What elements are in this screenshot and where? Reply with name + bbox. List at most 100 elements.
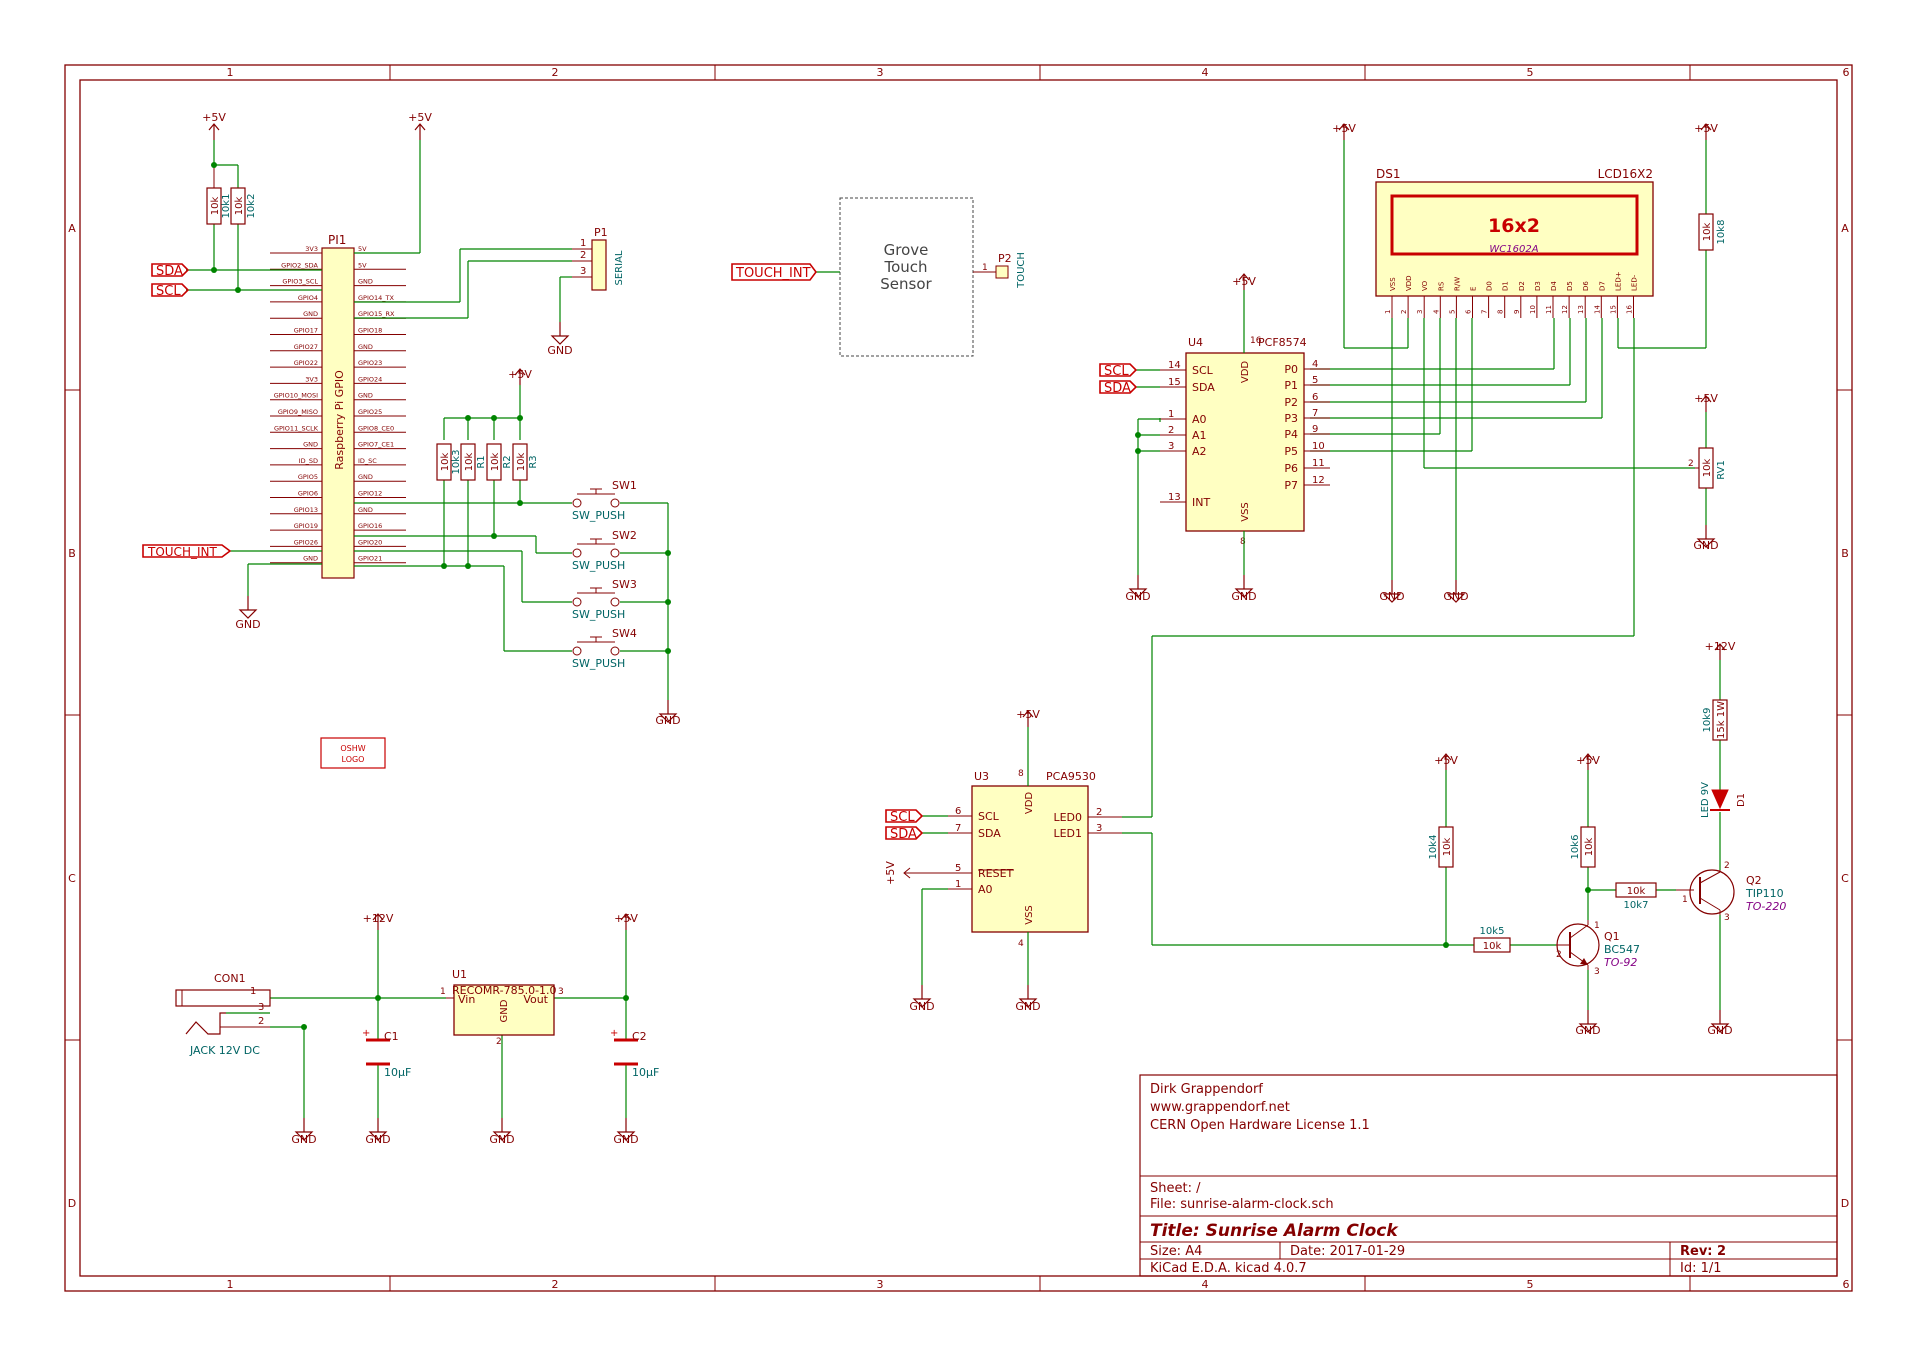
scl-label-u3: SCL	[890, 810, 915, 825]
q2-pin3: 3	[1724, 913, 1730, 923]
oshw-line1: OSHW	[340, 744, 365, 753]
lcd-ds1: 16x2 WC1602A DS1 LCD16X2 VSS1VDD2VO3RS4R…	[1375, 167, 1654, 318]
u1-pin2: 2	[496, 1037, 502, 1047]
license-text: CERN Open Hardware License 1.1	[1150, 1118, 1370, 1133]
row-label-a-right: A	[1841, 222, 1849, 235]
pi1-left-pin: GND	[303, 310, 318, 318]
lcd-pin-name: LED+	[1614, 271, 1622, 291]
lcd-pin-number: 5	[1448, 310, 1456, 314]
u3-left-pin-name: A0	[978, 883, 993, 896]
author-text: Dirk Grappendorf	[1150, 1082, 1263, 1097]
u3-right-pin-num: 2	[1096, 807, 1102, 818]
u4-vss: VSS	[1240, 502, 1251, 522]
u4-right-pin-name: P3	[1284, 412, 1298, 425]
p1-pin3: 3	[580, 266, 586, 277]
u3-vdd: VDD	[1024, 792, 1035, 815]
u1-pin1: 1	[440, 987, 446, 997]
switch-type: SW_PUSH	[572, 657, 625, 670]
r-10k8-label: 10k8	[1716, 220, 1727, 245]
col-label-4-bottom: 4	[1202, 1278, 1209, 1291]
gnd-label-c2: GND	[613, 1133, 638, 1146]
p5v-label-2: +5V	[408, 111, 432, 124]
u4-wiring	[1137, 290, 1245, 575]
p5v-label-u4: +5V	[1232, 275, 1256, 288]
u4-right-pin-name: P4	[1284, 428, 1298, 441]
pi1-right-pin: GPIO25	[358, 408, 382, 416]
con1-pin1: 1	[250, 986, 256, 997]
r-10k4-label: 10k4	[1428, 835, 1439, 860]
rev-text: Rev: 2	[1680, 1244, 1726, 1259]
u4-left-pin-name: A0	[1192, 413, 1207, 426]
id-text: Id: 1/1	[1680, 1261, 1722, 1276]
lcd-pin-name: VSS	[1389, 277, 1397, 291]
lcd-pin-number: 4	[1432, 309, 1440, 314]
pi1-left-pin: GPIO13	[294, 506, 318, 514]
gnd-label-u4-addr: GND	[1125, 590, 1150, 603]
lcd-pin-name: LED-	[1631, 274, 1639, 291]
con1-pin2: 2	[258, 1016, 264, 1027]
u4-right-pin-num: 5	[1312, 375, 1318, 386]
col-label-1-bottom: 1	[227, 1278, 234, 1291]
lcd-pin-number: 1	[1384, 310, 1392, 314]
col-label-6-bottom: 6	[1843, 1278, 1850, 1291]
pi-i2c-pullups	[186, 140, 572, 596]
q1-pin2: 2	[1556, 950, 1562, 960]
pi1-ref: PI1	[328, 233, 346, 247]
gnd-label-lcd-vss: GND	[1379, 590, 1404, 603]
u3-name: PCA9530	[1046, 770, 1096, 783]
pi1-right-pin: GPIO21	[358, 555, 382, 563]
q2-package: TO-220	[1746, 900, 1786, 913]
p5v-label-rv1: +5V	[1694, 392, 1718, 405]
switch-type: SW_PUSH	[572, 559, 625, 572]
pi1-left-pin: GPIO6	[298, 490, 318, 498]
u3-vss-num: 4	[1018, 939, 1024, 949]
p5v-label-lcd-led: +5V	[1694, 122, 1718, 135]
pi1-right-pin: GPIO7_CE1	[358, 441, 394, 449]
sda-label-pi: SDA	[156, 264, 183, 279]
r-10k-sw4: 10k	[516, 453, 527, 472]
u4-left-pin-num: 3	[1168, 441, 1174, 452]
pi1-left-pin: GPIO19	[294, 522, 318, 530]
u3-right-pin-num: 3	[1096, 823, 1102, 834]
u4-name: PCF8574	[1258, 336, 1307, 349]
c2-ref: C2	[632, 1030, 647, 1043]
u4-left-pin-name: SCL	[1192, 364, 1214, 377]
p5v-label-1: +5V	[202, 111, 226, 124]
u4-left-pin-num: 1	[1168, 409, 1174, 420]
pi1-right-pin: GPIO23	[358, 359, 382, 367]
pi1-left-pin: GPIO22	[294, 359, 318, 367]
r-10k-lcd: 10k	[1702, 223, 1713, 242]
rv1-potentiometer: 2 10k RV1 +5V GND	[1688, 392, 1727, 552]
button-circuit	[354, 385, 669, 700]
lcd-pin-number: 12	[1561, 305, 1569, 314]
pi1-left-pin: GPIO5	[298, 473, 318, 481]
pi1-right-pin: GPIO24	[358, 375, 382, 383]
p5v-label-out: +5V	[614, 912, 638, 925]
switch-type: SW_PUSH	[572, 608, 625, 621]
pi1-left-pin: GPIO4	[298, 294, 318, 302]
pi1-left-pin: GPIO10_MOSI	[274, 392, 318, 400]
u4-right-pin-num: 11	[1312, 458, 1325, 469]
u4-ref: U4	[1188, 336, 1203, 349]
u1-ref: U1	[452, 968, 467, 981]
grove-touch-sensor: Grove Touch Sensor TOUCH_INT 1 P2 TOUCH	[731, 197, 1027, 357]
col-label-5-bottom: 5	[1527, 1278, 1534, 1291]
r-10k9-label: 10k9	[1702, 708, 1713, 733]
con1-name: JACK 12V DC	[189, 1044, 260, 1057]
tool-text: KiCad E.D.A. kicad 4.0.7	[1150, 1261, 1307, 1276]
gnd-label-sw: GND	[655, 714, 680, 727]
col-label-1: 1	[227, 66, 234, 79]
p2-pin: 1	[982, 263, 988, 273]
gnd-label-lcd-rw: GND	[1443, 590, 1468, 603]
pi1-right-pin: GPIO20	[358, 538, 382, 546]
pi1-left-pin: GPIO9_MISO	[278, 408, 318, 416]
r-10k-sw1: 10k	[440, 453, 451, 472]
p1-pin2: 2	[580, 250, 586, 261]
pi1-right-pin: GND	[358, 343, 373, 351]
pi1-right-pin: GPIO12	[358, 490, 382, 498]
lcd-pin-number: 9	[1513, 310, 1521, 314]
pi1-left-pin: GPIO17	[294, 327, 318, 335]
lcd-pin-number: 11	[1545, 305, 1553, 314]
